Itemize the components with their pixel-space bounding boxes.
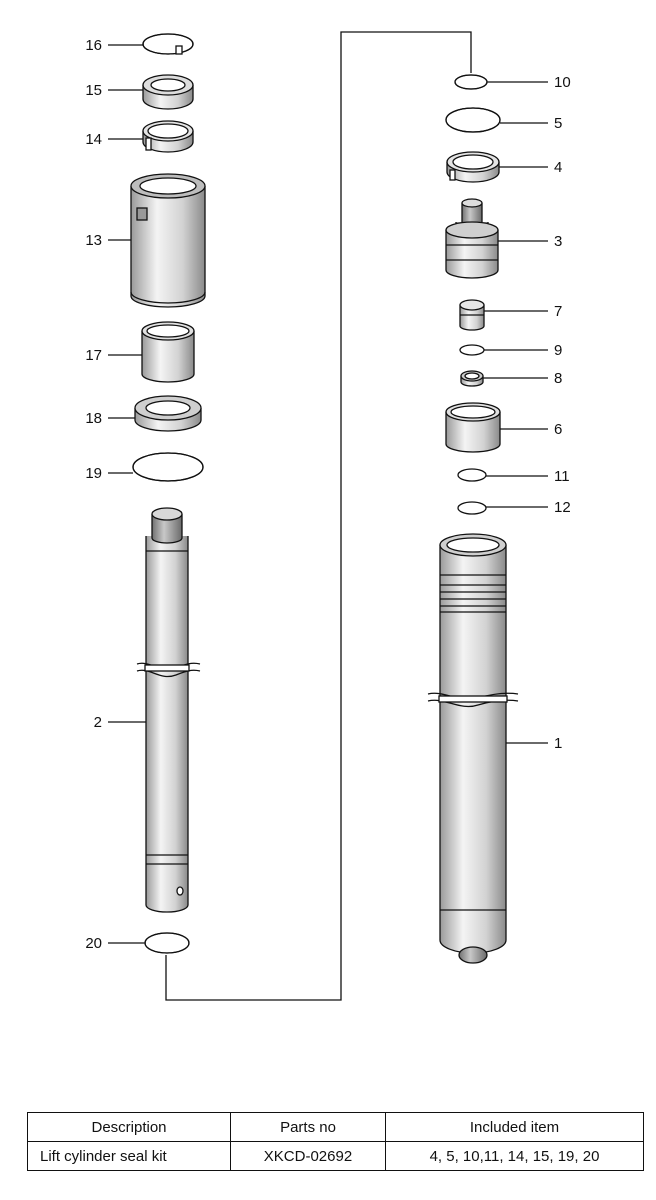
table-header-row: Description Parts no Included item [27,1112,644,1142]
callout-7: 7 [554,303,562,320]
part-8-small-seal [460,370,484,387]
callout-9: 9 [554,342,562,359]
column-header-parts-no: Parts no [230,1112,386,1142]
assembly-flow-line [165,31,472,1001]
callout-10: 10 [554,74,571,91]
part-17-bushing [141,321,195,383]
callout-20: 20 [85,935,102,952]
callout-17: 17 [85,347,102,364]
seal-kit-table: Description Parts no Included item Lift … [27,1112,644,1171]
leader-lines [108,44,548,944]
part-16-snap-ring [142,33,194,55]
part-4-back-up-ring [446,151,500,183]
exploded-parts-diagram: 16 15 14 13 17 18 19 2 20 10 5 4 3 7 9 8… [85,31,571,1001]
part-1-cylinder-tube [427,533,519,964]
part-6-collar [445,402,501,453]
callout-3: 3 [554,233,562,250]
column-header-included-item: Included item [385,1112,644,1142]
callout-6: 6 [554,421,562,438]
callout-4: 4 [554,159,562,176]
callout-13: 13 [85,232,102,249]
column-header-description: Description [27,1112,231,1142]
callout-18: 18 [85,410,102,427]
part-9-small-ring [459,344,485,356]
part-3-piston [445,198,499,279]
part-13-cylinder-head [130,173,206,308]
part-7-sleeve [459,299,485,331]
callout-11: 11 [554,468,570,485]
callout-14: 14 [85,131,102,148]
part-11-ring [457,468,487,482]
callout-19: 19 [85,465,102,482]
cell-included-item: 4, 5, 10,11, 14, 15, 19, 20 [385,1141,644,1171]
part-10-ring [454,74,488,90]
table-row: Lift cylinder seal kit XKCD-02692 4, 5, … [27,1141,644,1171]
callout-16: 16 [85,37,102,54]
callout-5: 5 [554,115,562,132]
cell-parts-no: XKCD-02692 [230,1141,386,1171]
part-5-seal-ring [445,107,501,133]
part-14-split-bushing [142,120,194,153]
callout-8: 8 [554,370,562,387]
part-19-o-ring [132,452,204,482]
part-20-o-ring [144,932,190,954]
callout-12: 12 [554,499,571,516]
callout-1: 1 [554,735,562,752]
part-18-wiper-ring [134,395,202,432]
part-2-piston-rod [136,507,201,913]
callout-15: 15 [85,82,102,99]
cell-description: Lift cylinder seal kit [27,1141,231,1171]
part-12-ring [457,501,487,515]
part-15-dust-seal [142,74,194,110]
callout-2: 2 [94,714,102,731]
